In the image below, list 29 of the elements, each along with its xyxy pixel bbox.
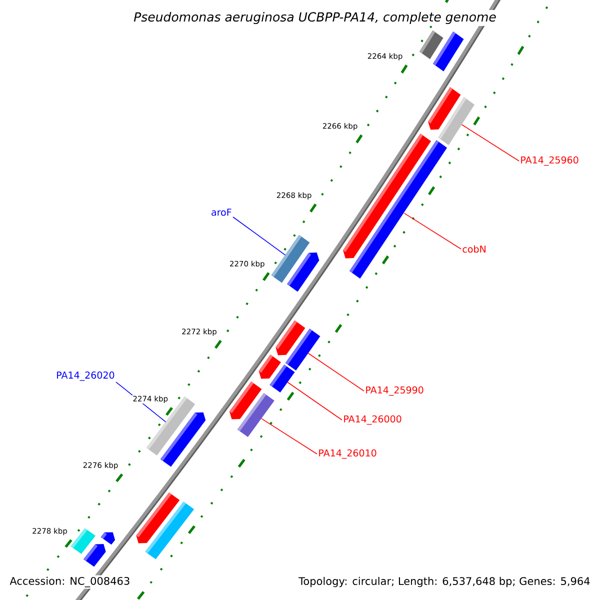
gene-feature [84,544,106,567]
gene-label: PA14_25960 [521,156,578,166]
gene-label: aroF [212,208,232,216]
leader-line [404,212,462,250]
gene-label: PA14_26020 [57,372,114,381]
gene-feature [287,252,320,292]
gene-feature [100,532,116,545]
gene-label: PA14_25990 [366,386,424,396]
accession-text: Accession: NC_008463 [8,575,132,589]
gene-label: cobN [462,245,486,253]
leader-line [308,352,364,392]
leader-line [461,124,520,162]
leader-line [287,382,342,420]
gene-feature [237,393,274,438]
gene-feature [350,140,448,279]
gene-feature [433,31,464,72]
leader-line [261,418,318,454]
gene-feature [70,528,96,554]
gene-feature [145,502,194,560]
gene-label: PA14_26000 [344,415,402,425]
gene-feature [270,364,295,392]
genome-stats-text: Topology: circular; Length: 6,537,648 bp; Genes: 5,964 [297,575,592,589]
gene-label: PA14_26010 [319,449,376,459]
gene-feature [160,412,206,467]
gene-feature [438,97,475,146]
gene-feature [258,354,281,379]
gene-feature [285,328,320,371]
leader-line [232,216,286,256]
title: Pseudomonas aeruginosa UCBPP-PA14, complete genome [132,10,498,26]
